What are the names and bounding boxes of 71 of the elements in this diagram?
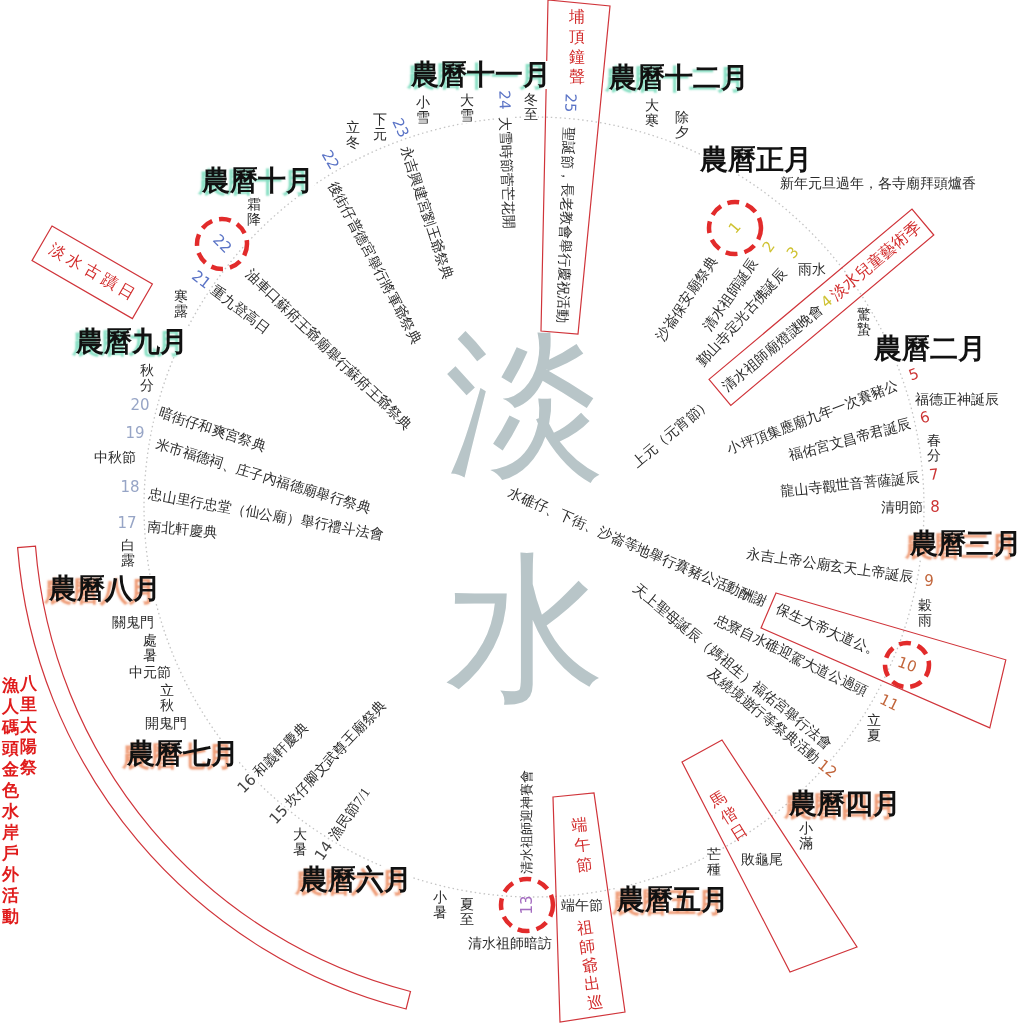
calendar-term: 冬至 bbox=[524, 91, 538, 123]
event-number: 8 bbox=[930, 499, 940, 515]
event-number: 1 bbox=[726, 219, 744, 237]
calendar-term: 小暑 bbox=[433, 889, 447, 921]
calendar-term: 小雪 bbox=[416, 94, 430, 126]
frame-title: 端午節 bbox=[570, 814, 594, 876]
frame-title: 馬偕日 bbox=[706, 786, 752, 846]
event-text: 聖誕節，長老教會舉行慶祝活動 bbox=[553, 126, 577, 324]
calendar-term: 春分 bbox=[927, 432, 941, 464]
calendar-term: 立秋 bbox=[160, 682, 174, 714]
month-heading: 農曆九月 bbox=[76, 328, 188, 356]
event-number: 2 bbox=[760, 238, 778, 256]
calendar-term: 驚蟄 bbox=[857, 306, 871, 338]
calendar-term: 大寒 bbox=[645, 97, 659, 129]
event-number: 17 bbox=[117, 515, 137, 531]
calendar-term: 福德正神誕辰 bbox=[915, 391, 999, 409]
event-number: 7 bbox=[928, 467, 940, 483]
calendar-term: 立夏 bbox=[867, 712, 881, 744]
month-heading: 農曆十月 bbox=[202, 167, 314, 195]
dashed-circle bbox=[706, 199, 764, 257]
frame-title: 淡水古蹟日 bbox=[45, 239, 142, 306]
event-number: 10 bbox=[895, 654, 919, 676]
event-number: 13 bbox=[519, 895, 535, 915]
calendar-term: 芒種 bbox=[707, 846, 721, 878]
dashed-circle bbox=[498, 876, 556, 934]
event-text: 清水祖師迎神賽會 bbox=[519, 770, 535, 874]
calendar-term: 霜降 bbox=[247, 196, 261, 228]
month-heading: 農曆六月 bbox=[300, 866, 412, 894]
frame-title: 祖師爺出巡 bbox=[575, 916, 605, 1014]
large-character: 水 bbox=[445, 550, 605, 710]
event-number: 25 bbox=[562, 93, 578, 113]
calendar-term: 立冬 bbox=[346, 119, 360, 151]
calendar-term: 大暑 bbox=[293, 826, 307, 858]
calendar-term: 關鬼門 bbox=[112, 614, 154, 632]
event-text: 新年元旦過年，各寺廟拜頭爐香 bbox=[780, 175, 976, 193]
calendar-term: 夏至 bbox=[460, 896, 474, 928]
calendar-term: 開鬼門 bbox=[145, 715, 187, 733]
calendar-term: 敗龜尾 bbox=[741, 851, 783, 869]
calendar-term: 中元節 bbox=[129, 664, 171, 682]
event-number: 22 bbox=[318, 148, 342, 172]
month-heading: 農曆七月 bbox=[127, 740, 239, 768]
event-number: 24 bbox=[496, 89, 512, 110]
dashed-circle bbox=[882, 640, 932, 690]
event-number: 23 bbox=[389, 116, 411, 140]
calendar-term: 處暑 bbox=[143, 632, 157, 664]
event-text: 南北軒慶典 bbox=[146, 518, 218, 542]
event-number: 19 bbox=[125, 425, 145, 441]
calendar-term: 寒露 bbox=[174, 288, 188, 320]
calendar-term: 雨水 bbox=[798, 261, 826, 279]
calendar-term: 小滿 bbox=[799, 820, 813, 852]
calendar-term: 秋分 bbox=[140, 362, 154, 394]
calendar-term: 大雪 bbox=[460, 92, 474, 124]
event-number: 22 bbox=[209, 231, 235, 257]
highlight-frame bbox=[29, 223, 155, 321]
side-note: 八里太陽祭 bbox=[19, 672, 37, 776]
event-text: 大雪時節菅芒花開 bbox=[496, 116, 516, 230]
calendar-term: 穀雨 bbox=[918, 597, 932, 629]
side-note: 漁人碼頭金色水岸戶外活動 bbox=[1, 676, 19, 927]
event-text: 清水祖師暗訪 bbox=[468, 935, 552, 953]
calendar-term: 下元 bbox=[373, 111, 387, 143]
event-text: 清明節 bbox=[881, 499, 923, 517]
month-heading: 農曆十一月 bbox=[411, 61, 551, 89]
frame-title: 埔頂鐘聲 bbox=[569, 7, 585, 87]
calendar-term: 除夕 bbox=[675, 109, 689, 141]
calendar-term: 白露 bbox=[121, 537, 135, 569]
event-number: 20 bbox=[130, 397, 150, 413]
event-number: 18 bbox=[120, 479, 140, 495]
large-character: 淡 bbox=[445, 325, 605, 485]
event-number: 9 bbox=[924, 573, 934, 589]
calendar-term: 中秋節 bbox=[94, 449, 136, 467]
calendar-term: 端午節 bbox=[561, 897, 603, 915]
